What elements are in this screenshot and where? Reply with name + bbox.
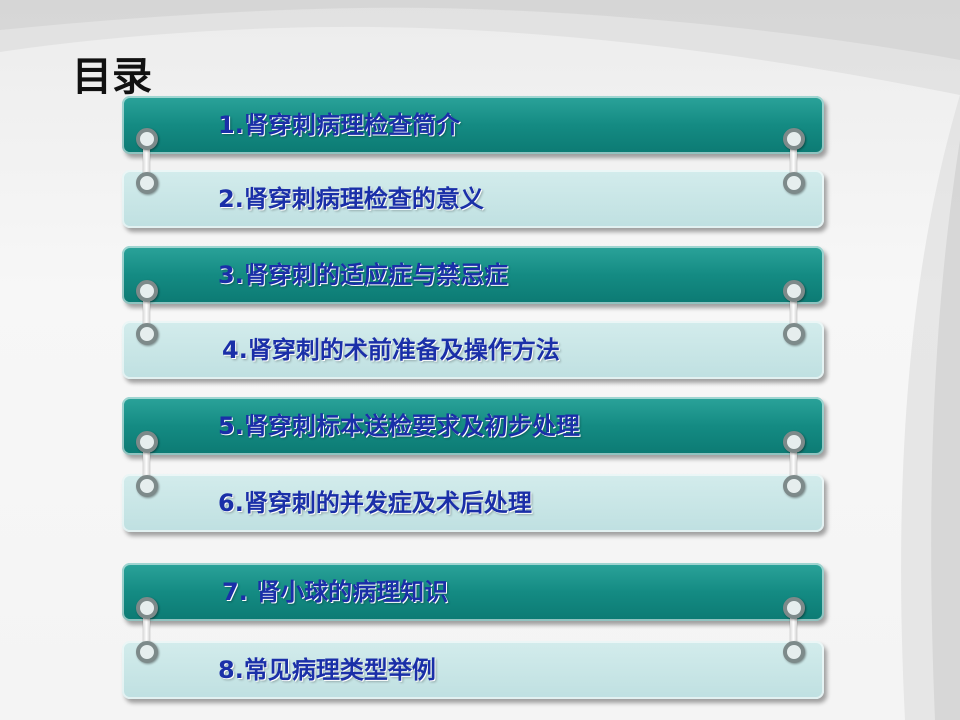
toc-item-8[interactable]: 8.常见病理类型举例 — [122, 641, 824, 699]
binder-ring-icon — [783, 641, 805, 663]
slide-title: 目录 — [72, 54, 152, 100]
toc-item-label: 5.肾穿刺标本送检要求及初步处理 — [218, 412, 580, 440]
binder-ring-icon — [783, 475, 805, 497]
toc-item-1[interactable]: 1.肾穿刺病理检查简介 — [122, 96, 824, 154]
binder-link — [143, 142, 150, 182]
toc-item-label: 2.肾穿刺病理检查的意义 — [218, 185, 484, 213]
binder-ring-icon — [136, 128, 158, 150]
toc-item-4[interactable]: 4.肾穿刺的术前准备及操作方法 — [122, 321, 824, 379]
toc-item-label: 4.肾穿刺的术前准备及操作方法 — [222, 336, 560, 364]
binder-ring-icon — [783, 280, 805, 302]
toc-item-6[interactable]: 6.肾穿刺的并发症及术后处理 — [122, 474, 824, 532]
binder-ring-icon — [783, 172, 805, 194]
binder-link — [790, 444, 797, 484]
binder-ring-icon — [136, 431, 158, 453]
binder-link — [143, 610, 150, 650]
toc-item-label: 7. 肾小球的病理知识 — [222, 578, 449, 606]
binder-link — [143, 293, 150, 333]
binder-ring-icon — [136, 475, 158, 497]
binder-ring-icon — [783, 431, 805, 453]
binder-link — [790, 293, 797, 333]
binder-link — [790, 142, 797, 182]
toc-item-3[interactable]: 3.肾穿刺的适应症与禁忌症 — [122, 246, 824, 304]
binder-ring-icon — [783, 128, 805, 150]
binder-ring-icon — [136, 597, 158, 619]
toc-item-7[interactable]: 7. 肾小球的病理知识 — [122, 563, 824, 621]
binder-ring-icon — [136, 323, 158, 345]
binder-ring-icon — [136, 641, 158, 663]
binder-link — [143, 444, 150, 484]
toc-item-label: 6.肾穿刺的并发症及术后处理 — [218, 489, 532, 517]
binder-ring-icon — [783, 323, 805, 345]
binder-ring-icon — [136, 172, 158, 194]
binder-link — [790, 610, 797, 650]
toc-item-label: 1.肾穿刺病理检查简介 — [218, 111, 460, 139]
toc-item-2[interactable]: 2.肾穿刺病理检查的意义 — [122, 170, 824, 228]
binder-ring-icon — [783, 597, 805, 619]
toc-item-label: 8.常见病理类型举例 — [218, 656, 436, 684]
binder-ring-icon — [136, 280, 158, 302]
toc-item-label: 3.肾穿刺的适应症与禁忌症 — [218, 261, 508, 289]
toc-item-5[interactable]: 5.肾穿刺标本送检要求及初步处理 — [122, 397, 824, 455]
